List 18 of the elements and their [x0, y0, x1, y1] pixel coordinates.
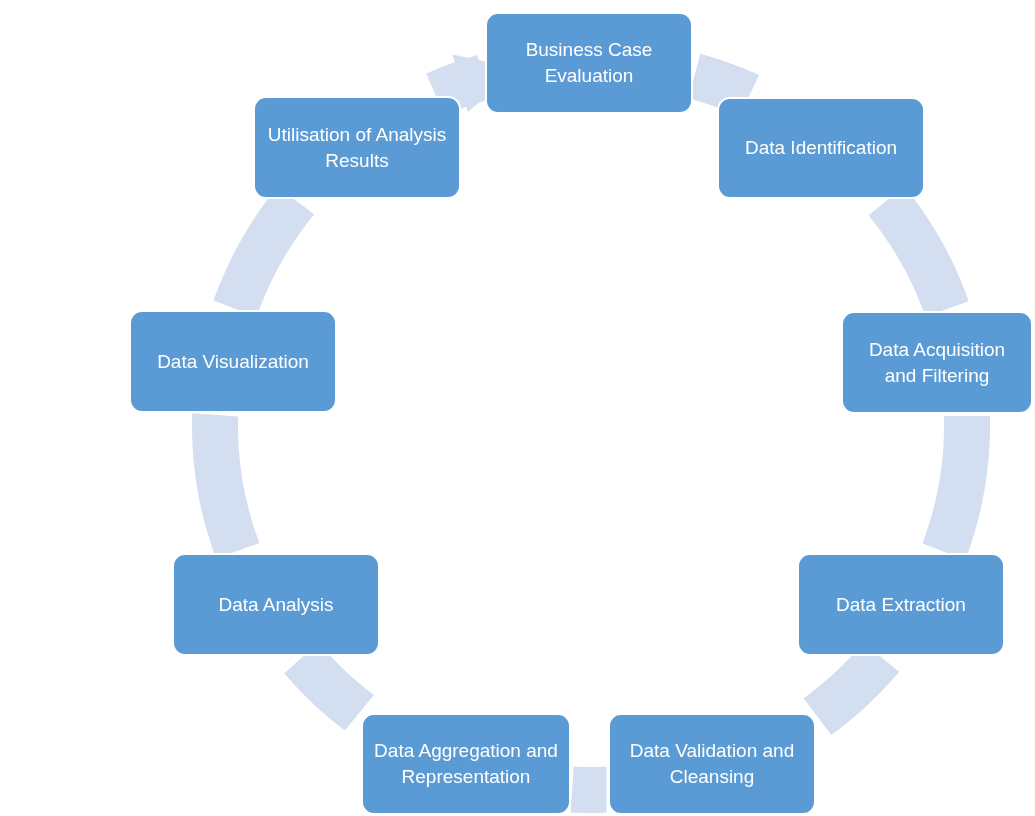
step-label: Data Aggregation and Representation [373, 739, 559, 789]
step-label: Data Identification [744, 136, 898, 161]
process-box [253, 96, 461, 199]
step-label: Data Validation and Cleansing [628, 739, 796, 789]
step-label: Data Visualization [157, 349, 309, 374]
process-box [717, 97, 925, 199]
step-label: Data Extraction [836, 592, 966, 617]
process-box [608, 713, 816, 815]
step-label: Utilisation of Analysis Results [266, 122, 448, 173]
step-label: Data Analysis [218, 592, 334, 617]
process-box [172, 553, 380, 656]
process-box [129, 310, 337, 413]
process-box [485, 12, 693, 114]
process-box [797, 553, 1005, 656]
step-label: Business Case Evaluation [524, 38, 654, 88]
process-box [361, 713, 571, 815]
process-box [841, 311, 1033, 414]
step-label: Data Acquisition and Filtering [867, 337, 1007, 388]
